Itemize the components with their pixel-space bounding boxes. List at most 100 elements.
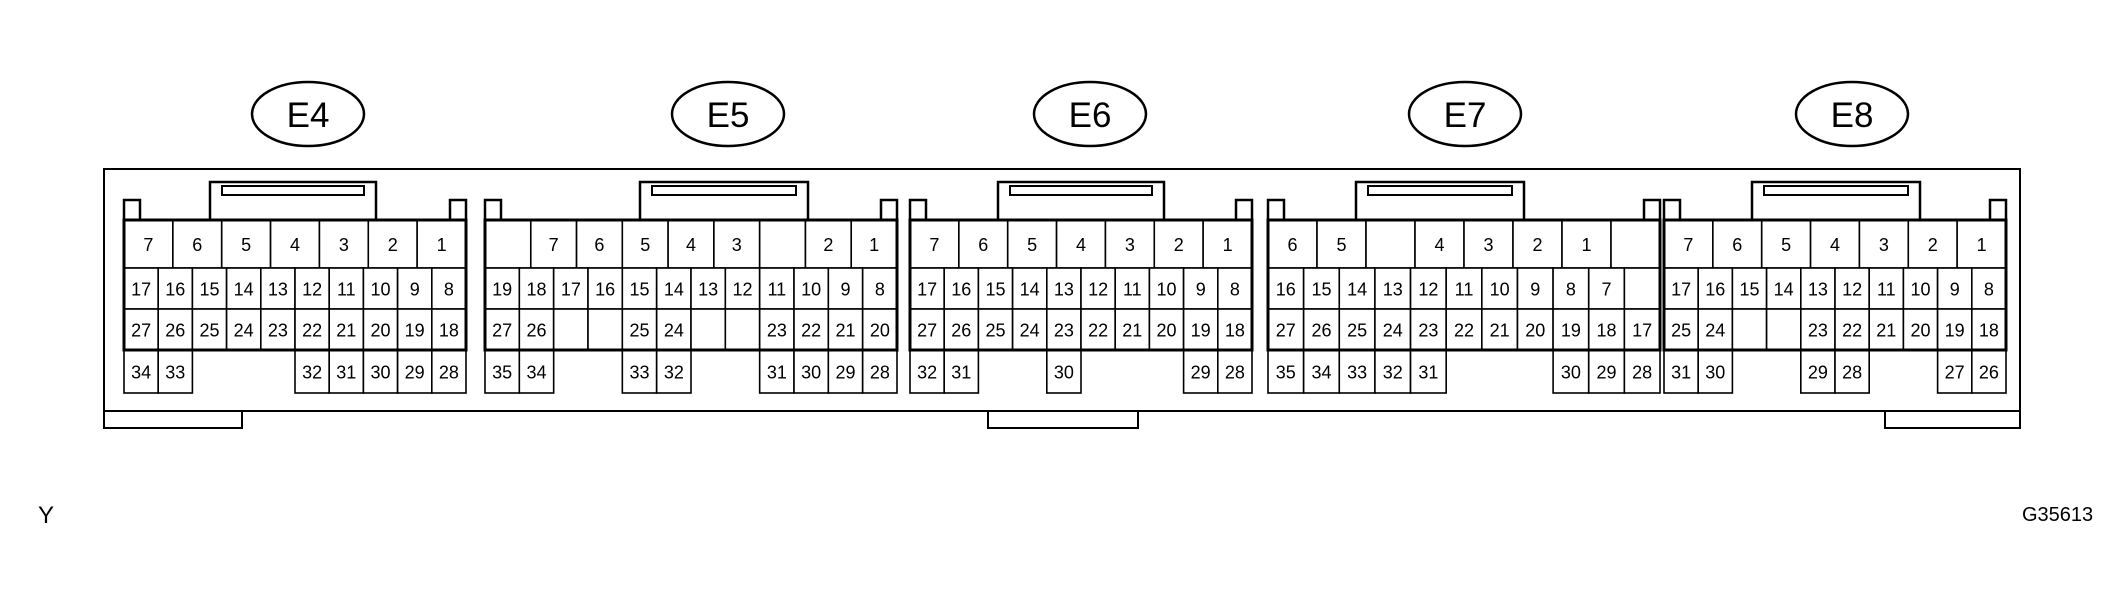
pin-number: 18 xyxy=(1597,321,1617,341)
pin-cell: 14 xyxy=(1338,267,1376,310)
pin-cell: 16 xyxy=(943,267,980,310)
connector-outline xyxy=(1266,218,1662,352)
pin-cell: 30 xyxy=(793,349,830,394)
pin-cell: 10 xyxy=(362,267,399,310)
pin-number: 18 xyxy=(1225,321,1245,341)
pin-number: 32 xyxy=(1383,363,1403,383)
pin-cell: 12 xyxy=(1080,267,1117,310)
pin-number: 10 xyxy=(1156,280,1176,300)
pin-number: 29 xyxy=(1597,363,1617,383)
pin-cell: 6 xyxy=(958,219,1009,269)
pin-number: 1 xyxy=(869,235,879,255)
pin-number: 4 xyxy=(1434,235,1444,255)
pin-number: 1 xyxy=(437,235,447,255)
pin-cell: 26 xyxy=(1302,308,1341,351)
pin-number: 14 xyxy=(1020,280,1040,300)
pin-cell: 17 xyxy=(1663,267,1700,310)
pin-cell: 25 xyxy=(1338,308,1376,351)
pin-number: 21 xyxy=(1122,321,1142,341)
pin-cell: 20 xyxy=(1516,308,1554,351)
pin-cell xyxy=(587,308,624,351)
pin-cell: 31 xyxy=(328,349,365,394)
pin-cell: 34 xyxy=(1302,349,1341,394)
pin-cell: 7 xyxy=(529,219,578,269)
pin-cell: 34 xyxy=(518,349,555,394)
pin-number: 2 xyxy=(1174,235,1184,255)
pin-number: 5 xyxy=(1781,235,1791,255)
pin-number: 22 xyxy=(1088,321,1108,341)
pin-number: 3 xyxy=(1125,235,1135,255)
pin-cell: 18 xyxy=(1971,308,2007,351)
pin-cell: 29 xyxy=(1587,349,1626,394)
pin-cell: 22 xyxy=(1445,308,1483,351)
pin-number: 30 xyxy=(801,363,821,383)
connector-label-e8: E8 xyxy=(1794,80,1910,148)
pin-cell: 8 xyxy=(1552,267,1590,310)
pin-cell: 5 xyxy=(621,219,669,269)
pin-number: 25 xyxy=(985,321,1005,341)
pin-number: 16 xyxy=(165,280,185,300)
pin-cell: 5 xyxy=(1760,219,1812,269)
pin-number: 11 xyxy=(1123,280,1142,300)
pin-cell: 20 xyxy=(1902,308,1939,351)
pin-cell: 7 xyxy=(123,219,174,269)
pin-cell: 6 xyxy=(172,219,223,269)
connector-label-e5: E5 xyxy=(670,80,786,148)
pin-number: 18 xyxy=(1979,321,1999,341)
pin-cell: 25 xyxy=(621,308,658,351)
pin-number: 8 xyxy=(1984,280,1994,300)
pin-number: 24 xyxy=(1020,321,1040,341)
pin-number: 31 xyxy=(951,363,971,383)
connector-key xyxy=(1750,180,1922,222)
pin-cell: 29 xyxy=(827,349,864,394)
pin-cell: 30 xyxy=(362,349,399,394)
pin-cell: 13 xyxy=(690,267,727,310)
pin-cell: 34 xyxy=(123,349,160,394)
pin-number: 17 xyxy=(131,280,151,300)
pin-number: 1 xyxy=(1223,235,1233,255)
pin-cell: 17 xyxy=(552,267,589,310)
pin-number: 27 xyxy=(917,321,937,341)
pin-cell: 14 xyxy=(1011,267,1048,310)
pin-number: 30 xyxy=(1705,363,1725,383)
pin-cell: 9 xyxy=(1182,267,1219,310)
connector-label-e6: E6 xyxy=(1032,80,1148,148)
pin-cell: 4 xyxy=(1414,219,1465,269)
pin-number: 12 xyxy=(302,280,322,300)
pin-number: 12 xyxy=(1088,280,1108,300)
connector-outline xyxy=(1662,218,2008,352)
pin-number: 6 xyxy=(192,235,202,255)
pin-number: 17 xyxy=(561,280,581,300)
pin-cell: 10 xyxy=(793,267,830,310)
pin-number: 3 xyxy=(1879,235,1889,255)
pin-cell: 1 xyxy=(850,219,898,269)
pin-cell: 30 xyxy=(1552,349,1590,394)
pin-cell: 19 xyxy=(396,308,433,351)
pin-cell: 24 xyxy=(1011,308,1048,351)
pin-number: 34 xyxy=(526,363,546,383)
pin-cell: 3 xyxy=(1104,219,1156,269)
pin-number: 19 xyxy=(1561,321,1581,341)
pin-number: 19 xyxy=(1945,321,1965,341)
orientation-mark: Y xyxy=(38,502,55,529)
pin-cell: 20 xyxy=(1148,308,1185,351)
pin-number: 32 xyxy=(917,363,937,383)
pin-cell: 30 xyxy=(1046,349,1082,394)
pin-number: 31 xyxy=(767,363,787,383)
pin-cell: 19 xyxy=(1182,308,1219,351)
pin-cell: 21 xyxy=(1114,308,1151,351)
pin-cell: 4 xyxy=(667,219,715,269)
pin-cell: 32 xyxy=(1374,349,1412,394)
pin-cell: 8 xyxy=(861,267,898,310)
connector-post-right xyxy=(1988,198,2008,222)
pin-number: 8 xyxy=(875,280,885,300)
pin-cell: 15 xyxy=(977,267,1014,310)
pin-number: 7 xyxy=(1602,280,1612,300)
pin-cell: 33 xyxy=(1338,349,1376,394)
pin-number: 27 xyxy=(492,321,512,341)
pin-cell: 25 xyxy=(1663,308,1700,351)
pin-number: 32 xyxy=(664,363,684,383)
